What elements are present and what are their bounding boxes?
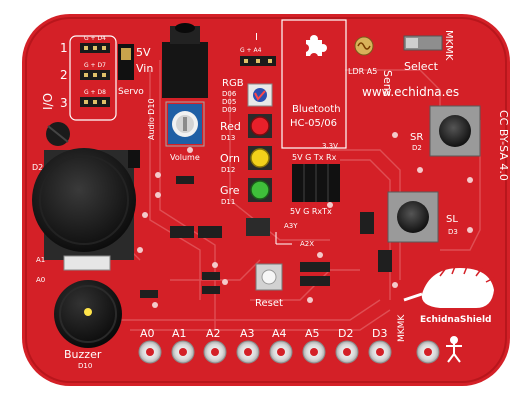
buzzer: Buzzer D10 — [54, 280, 122, 370]
button-reset: Reset — [255, 263, 283, 309]
i2c-pins: G + A4 — [240, 47, 262, 54]
led-red-pin: D13 — [221, 134, 235, 142]
header-pin-label-3: A3 — [240, 327, 255, 340]
sr-pin: D2 — [412, 144, 422, 152]
header-pin-label-7: D3 — [372, 327, 387, 340]
brand-label: EchidnaShield — [420, 315, 492, 325]
led-orn-name: Orn — [220, 152, 240, 165]
led-green — [250, 180, 270, 200]
servo-selector: 5V Vin Servo — [118, 44, 153, 97]
joystick-pin: D2 — [32, 163, 43, 172]
buzzer-label: Buzzer — [64, 348, 102, 361]
header-pin-label-0: A0 — [140, 327, 155, 340]
echidna-logo: EchidnaShield — [403, 263, 495, 325]
servo-5v: 5V — [136, 46, 151, 59]
i2c-label: I — [255, 32, 258, 43]
io-row-1-num: 1 — [60, 41, 68, 55]
bt-33v: 3.3V — [322, 142, 338, 150]
sl-label: SL — [446, 214, 458, 225]
io-row-1-pins: G + D4 — [84, 35, 106, 42]
capacitor — [46, 122, 70, 146]
bt-pins-bottom: 5V G RxTx — [290, 207, 332, 216]
volume-label: Volume — [170, 153, 200, 162]
sl-pin: D3 — [448, 228, 458, 236]
servo-vin: Vin — [136, 62, 153, 75]
sens-label: Sens — [381, 70, 394, 97]
joystick: D2 A0 A1 — [32, 148, 140, 284]
i2c-header: I G + A4 — [240, 32, 276, 66]
accelerometer: A3Y A2X — [246, 218, 314, 248]
rgb-led: RGB D06 D05 D09 — [222, 78, 273, 114]
header-pin-label-5: A5 — [305, 327, 320, 340]
select-label: Select — [404, 60, 439, 73]
volume-potentiometer: Volume — [165, 101, 205, 162]
rgb-label: RGB — [222, 78, 244, 89]
header-pin-label-1: A1 — [172, 327, 187, 340]
led-orange — [250, 148, 270, 168]
board-license: CC BY-SA 4.0 — [497, 110, 510, 181]
io-row-3-num: 3 — [60, 96, 68, 110]
bt-title: Bluetooth — [292, 104, 341, 115]
smd-components — [140, 176, 392, 298]
sensor-area: LDR A5 Sens Select MKMK — [348, 30, 454, 97]
led-gre-pin: D11 — [221, 198, 235, 206]
io-block: I/O 1 2 3 G + D4 G + D7 G + D8 — [41, 35, 117, 121]
servo-label: Servo — [118, 87, 144, 97]
mkmk-label: MKMK — [443, 30, 454, 61]
io-row-2-num: 2 — [60, 68, 68, 82]
board-url: www.echidna.es — [362, 85, 459, 99]
puzzle-icon — [301, 35, 327, 61]
button-sr: SR D2 — [410, 105, 481, 157]
io-row-3-pins: G + D8 — [84, 89, 106, 96]
header-pin-label-4: A4 — [272, 327, 287, 340]
header-pin-label-6: D2 — [338, 327, 353, 340]
human-icon — [446, 336, 462, 363]
buzzer-pin: D10 — [78, 362, 92, 370]
pcb-edge — [25, 17, 507, 383]
header-side-label: MKMK — [397, 314, 407, 342]
bt-pins-top: 5V G Tx Rx — [292, 153, 337, 162]
bluetooth-module: Bluetooth HC-05/06 3.3V 5V G Tx Rx 5V G … — [281, 19, 347, 216]
joystick-a1: A1 — [36, 256, 45, 264]
io-label: I/O — [41, 93, 55, 110]
led-red-name: Red — [220, 120, 241, 133]
bt-model: HC-05/06 — [290, 118, 337, 129]
accel-a3y: A3Y — [284, 222, 298, 230]
accel-a2x: A2X — [300, 240, 314, 248]
rgb-pin-2: D05 — [222, 98, 236, 106]
led-orn-pin: D12 — [221, 166, 235, 174]
sr-label: SR — [410, 132, 423, 143]
rgb-pin-1: D06 — [222, 90, 237, 98]
led-red — [250, 116, 270, 136]
bottom-header: A0 A1 A2 A3 A4 A5 D2 D3 MKMK — [138, 314, 462, 364]
ldr-label: LDR A5 — [348, 67, 377, 76]
status-leds: Red D13 Orn D12 Gre D11 — [220, 114, 272, 206]
io-row-2-pins: G + D7 — [84, 62, 106, 69]
audio-label: Audio D10 — [147, 98, 156, 140]
vias — [137, 132, 473, 308]
joystick-a0: A0 — [36, 276, 45, 284]
button-sl: SL D3 — [387, 191, 458, 243]
audio-jack: Audio D10 — [147, 23, 208, 140]
rgb-pin-3: D09 — [222, 106, 236, 114]
led-gre-name: Gre — [220, 184, 240, 197]
header-pin-label-2: A2 — [206, 327, 221, 340]
reset-label: Reset — [255, 298, 283, 309]
